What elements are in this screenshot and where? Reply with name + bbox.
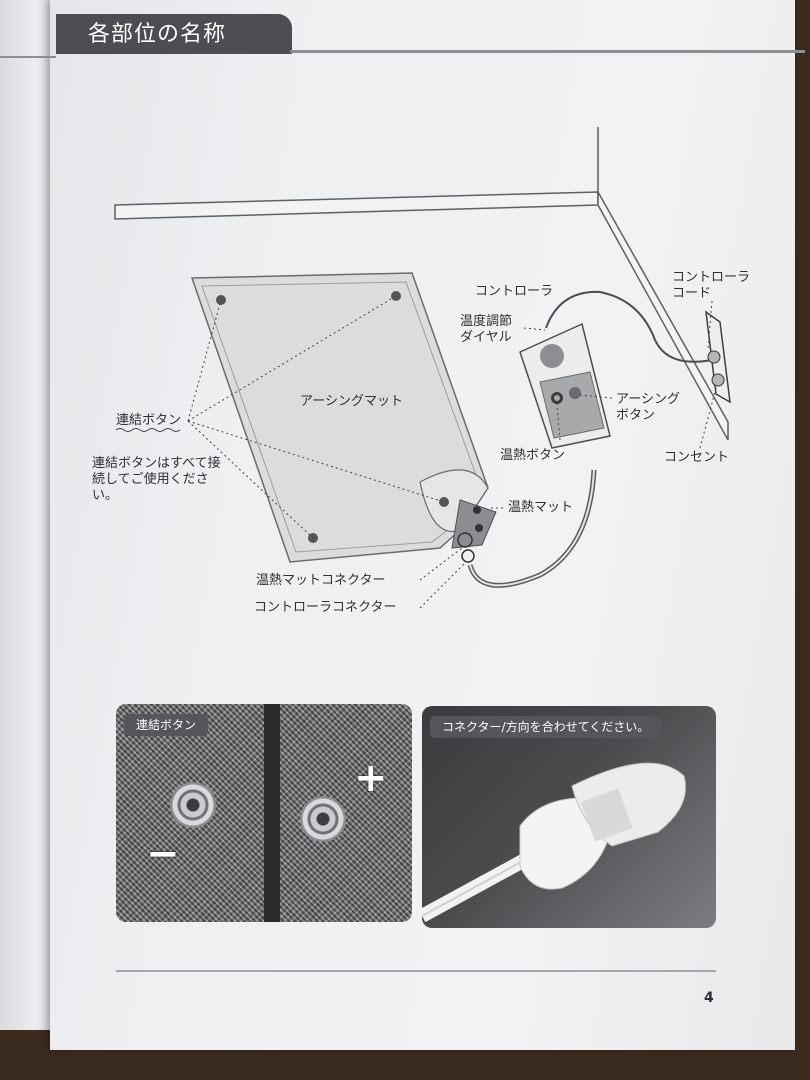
plus-icon: +: [354, 755, 388, 801]
photo-connector: コネクター/方向を合わせてください。: [422, 706, 716, 928]
page-number: 4: [704, 990, 714, 1006]
heat-cord-highlight: [469, 469, 595, 587]
snap-plus: [300, 796, 346, 842]
photo-tag-connector: コネクター/方向を合わせてください。: [430, 716, 662, 738]
controller-cord: [545, 290, 713, 363]
heat-mat-snap-2: [475, 524, 483, 532]
snap-button-2: [391, 291, 401, 301]
label-heat-mat-connector: 温熱マットコネクター: [256, 573, 386, 588]
wall-baseboard: [114, 191, 599, 220]
footer-rule: [116, 970, 716, 972]
leader-lines: [187, 295, 717, 609]
connector-illustration: [422, 762, 686, 923]
label-temp-dial: 温度調節 ダイヤル: [460, 314, 513, 345]
left-page-edge: [0, 0, 58, 1030]
label-earthing-button: アーシング ボタン: [616, 392, 680, 423]
fabric-seam: [264, 704, 280, 922]
page-title: 各部位の名称: [56, 14, 292, 54]
mat-folded-corner: [419, 469, 489, 532]
label-controller: コントローラ: [475, 284, 554, 299]
label-heat-button: 温熱ボタン: [500, 448, 566, 463]
heat-mat-snap-1: [473, 506, 481, 514]
temp-dial-shape: [540, 344, 564, 368]
photo-connect-buttons: 連結ボタン − +: [116, 704, 412, 922]
label-controller-connector: コントローラコネクター: [254, 600, 397, 615]
controller-panel: [539, 371, 605, 439]
controller-device: [519, 322, 611, 449]
label-outlet: コンセント: [664, 450, 730, 465]
label-connect-button: 連結ボタン: [116, 413, 182, 428]
snap-minus: [170, 782, 216, 828]
photo-tag-connect-button: 連結ボタン: [124, 714, 209, 736]
snap-button-4: [439, 497, 449, 507]
left-page-rule: [0, 56, 56, 58]
label-earthing-mat: アーシングマット: [300, 394, 403, 409]
label-controller-cord: コントローラ コード: [672, 270, 751, 301]
label-heat-mat: 温熱マット: [508, 500, 574, 515]
wavy-underline: [115, 428, 181, 432]
connector-ring-2: [461, 549, 475, 563]
header-rule: [290, 50, 805, 53]
connector-ring-1: [457, 532, 473, 548]
wall-baseboard-right: [597, 189, 729, 441]
minus-icon: −: [146, 831, 180, 877]
label-connect-note: 連結ボタンはすべて接続してご使用ください。: [92, 456, 221, 503]
earthing-button-shape: [569, 387, 581, 399]
heat-mat-corner: [451, 499, 497, 549]
